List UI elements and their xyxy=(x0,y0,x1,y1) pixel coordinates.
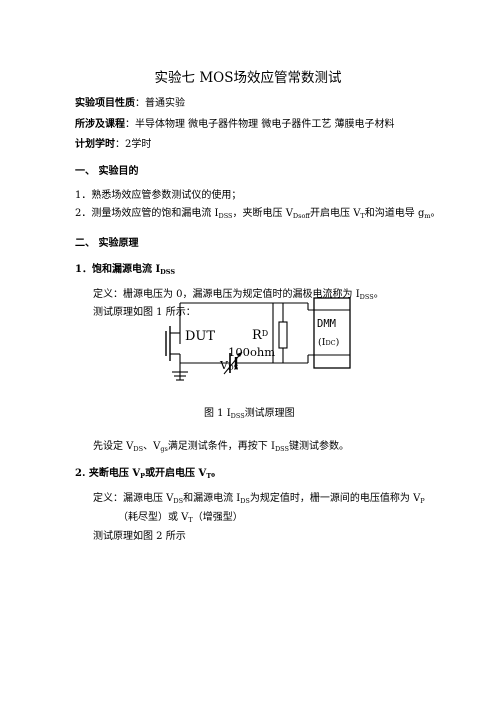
definition-vp-line1: 定义：漏源电压 VDS和漏源电流 IDS为规定值时，栅一源间的电压值称为 VP xyxy=(93,493,425,505)
purpose-item-1: 1．熟悉场效应管参数测试仪的使用； xyxy=(75,190,242,201)
rd-label: RD xyxy=(252,328,269,343)
dut-label: DUT xyxy=(185,329,216,344)
purpose-item-2: 2．测量场效应管的饱和漏电流 IDSS，夹断电压 VDsoff开启电压 VT和沟… xyxy=(75,208,441,220)
rd-resistor xyxy=(278,321,288,349)
definition-vp-line2: （耗尽型）或 VT（增强型） xyxy=(118,512,243,524)
vds-label: VDS xyxy=(220,359,239,372)
section-heading-principle: 二、 实验原理 xyxy=(75,238,139,249)
dmm-label: DMM xyxy=(317,318,336,330)
hours-label: 计划学时 xyxy=(75,139,115,150)
section-heading-purpose: 一、 实验目的 xyxy=(75,166,139,177)
course-label: 所涉及课程 xyxy=(75,119,125,130)
variable-arrow-head xyxy=(237,352,242,357)
subsection-vp-heading: 2. 夹断电压 VP或开启电压 VT。 xyxy=(75,468,222,480)
principle-text-fig2: 测试原理如图 2 所示 xyxy=(93,531,186,542)
planned-hours: 计划学时：2学时 xyxy=(75,139,151,151)
definition-idss: 定义：栅源电压为 0，漏源电压为规定值时的漏极电流称为 IDSS。 xyxy=(93,289,384,301)
subsection-idss-heading: 1．饱和漏源电流 IDSS xyxy=(75,264,176,276)
course-value: ：半导体物理 微电子器件物理 微电子器件工艺 薄膜电子材料 xyxy=(125,119,395,130)
experiment-nature: 实验项目性质：普通实验 xyxy=(75,98,185,110)
related-courses: 所涉及课程：半导体物理 微电子器件物理 微电子器件工艺 薄膜电子材料 xyxy=(75,119,395,131)
dmm-box xyxy=(313,297,351,369)
page-title: 实验七 MOS场效应管常数测试 xyxy=(154,70,342,86)
hours-value: ：2学时 xyxy=(115,139,152,150)
dmm-idc-label: (IDC) xyxy=(318,337,340,348)
setup-instruction: 先设定 VDS、Vgs满足测试条件，再按下 IDSS键测试参数。 xyxy=(93,441,349,453)
nature-label: 实验项目性质 xyxy=(75,98,135,109)
nature-value: ：普通实验 xyxy=(135,98,185,109)
principle-text-fig1: 测试原理如图 1 所示： xyxy=(93,307,196,318)
figure-1-caption: 图 1 IDSS测试原理图 xyxy=(204,408,295,420)
resistance-value: 100ohm xyxy=(228,345,276,359)
